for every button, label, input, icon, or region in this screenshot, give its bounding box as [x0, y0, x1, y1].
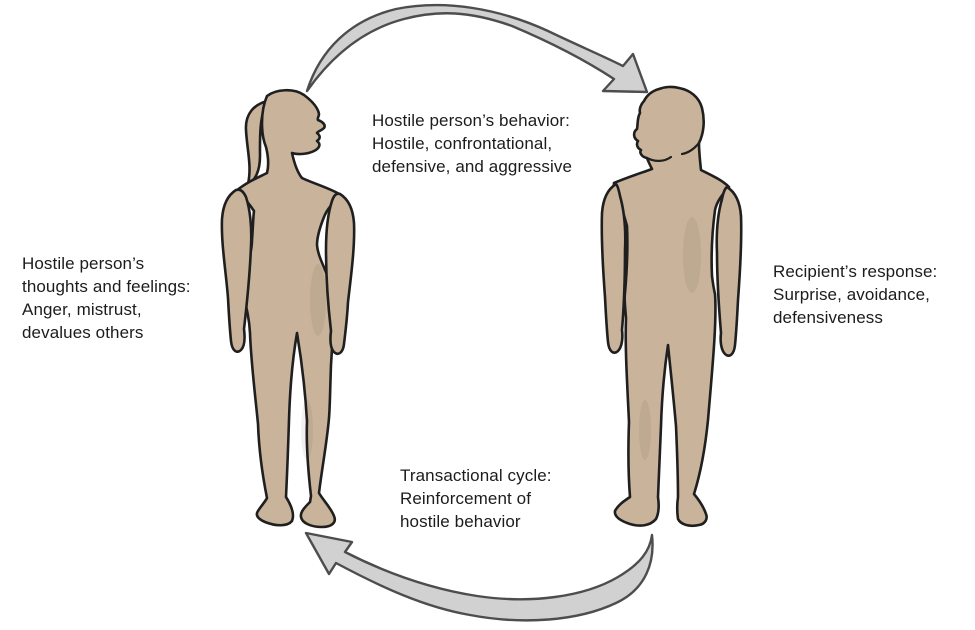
man-body-shape — [612, 85, 731, 528]
label-recipient-response: Recipient’s response: Surprise, avoidanc… — [773, 262, 938, 327]
man-right-arm-shape — [715, 185, 743, 357]
top-arrow — [305, 3, 649, 94]
woman-shading-leg — [301, 400, 313, 460]
man-shading-leg — [639, 400, 651, 460]
man-left-arm-shape — [600, 182, 627, 354]
recipient-figure — [600, 85, 743, 528]
bottom-arrow — [304, 531, 654, 622]
label-hostile-behavior: Hostile person’s behavior: Hostile, conf… — [372, 111, 573, 176]
hostile-person-figure — [220, 88, 356, 529]
woman-right-arm-shape — [324, 192, 356, 356]
label-hostile-thoughts: Hostile person’s thoughts and feelings: … — [22, 254, 191, 342]
man-shading — [683, 217, 701, 293]
woman-left-arm-shape — [220, 188, 253, 353]
woman-shading — [310, 264, 326, 336]
label-transactional-cycle: Transactional cycle: Reinforcement of ho… — [400, 466, 552, 531]
man-jaw-line — [645, 155, 673, 162]
man-nape-line — [680, 141, 701, 156]
